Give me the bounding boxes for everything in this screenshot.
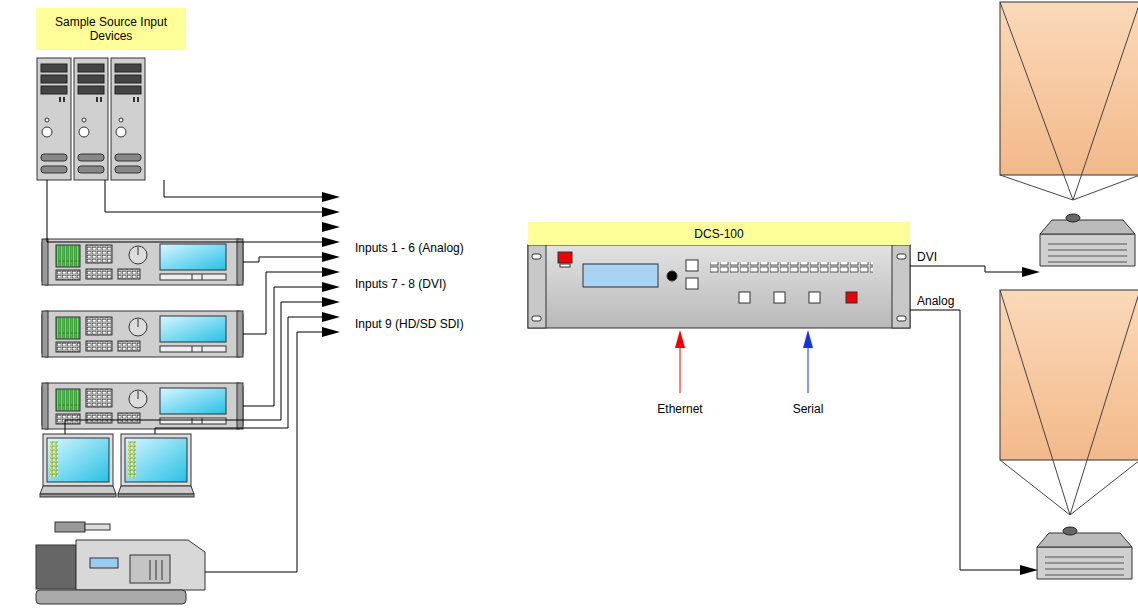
input-group-label: Inputs 7 - 8 (DVI) [355,277,446,291]
dcs-100-chassis [528,245,910,328]
device-name-band: DCS-100 [528,222,910,245]
port-label: Ethernet [657,402,702,416]
pc-towers [37,58,145,180]
recorders [42,239,243,429]
screens [1000,2,1138,515]
input-group-label: Input 9 (HD/SD SDI) [355,317,464,331]
laptops [40,434,194,497]
video-camera [36,522,205,604]
control-arrows [675,330,813,393]
input-arrowheads [322,192,340,337]
node-text: Sample Source Input Devices [36,15,186,43]
output-label: DVI [917,250,937,264]
port-label: Serial [793,402,824,416]
input-wires [47,180,322,572]
projectors [1037,214,1135,579]
output-wires [910,266,1040,575]
input-group-label: Inputs 1 - 6 (Analog) [355,241,464,255]
title-label-box: Sample Source Input Devices [36,8,186,50]
output-label: Analog [917,294,954,308]
node-text: DCS-100 [694,227,743,241]
